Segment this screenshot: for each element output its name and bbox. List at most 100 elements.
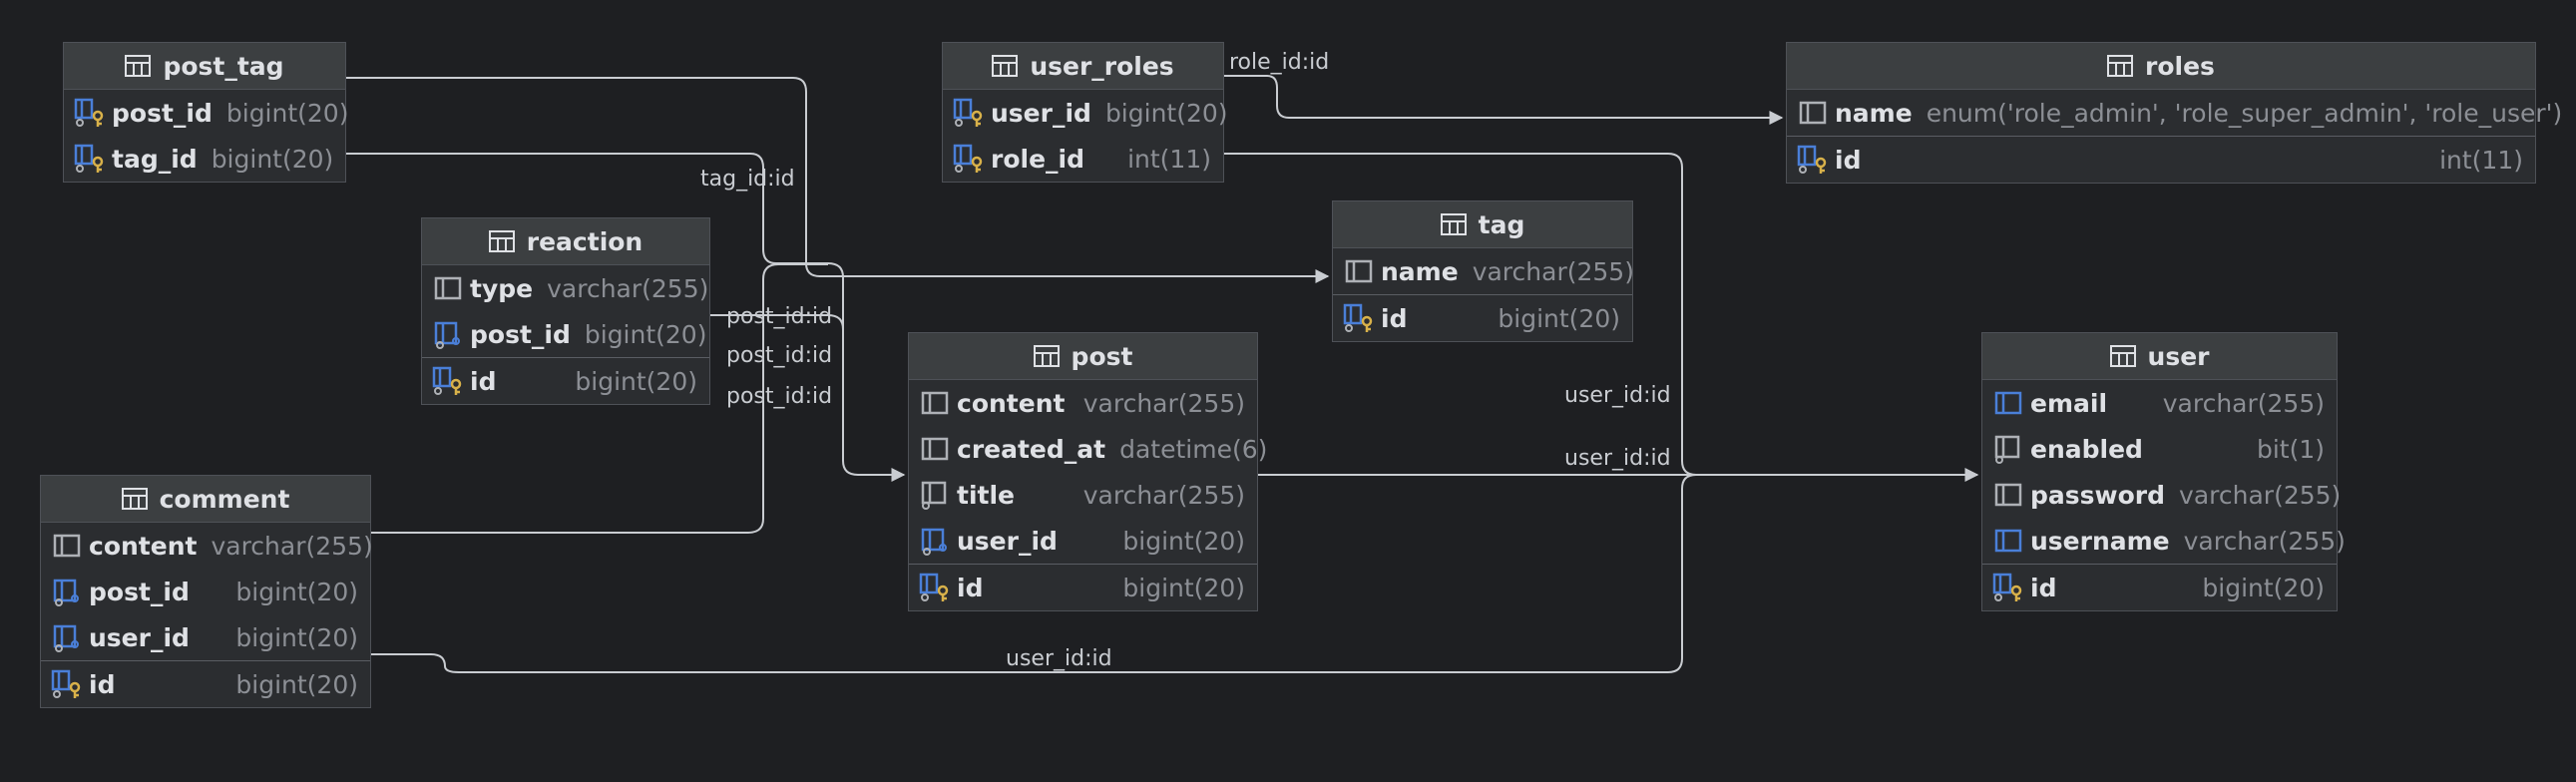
column-name: content [89,531,198,561]
column-type: bigint(20) [1122,573,1245,602]
column-type: bigint(20) [1104,98,1228,128]
foreign-key-primary-icon [74,144,104,173]
primary-key-icon [1343,303,1373,332]
table-header: post [909,333,1257,380]
column-row[interactable]: id bigint(20) [422,357,709,404]
column-row[interactable]: username varchar(255) [1982,518,2346,564]
column-row[interactable]: content varchar(255) [909,380,1257,426]
column-name: id [470,366,497,396]
index-column-icon [1994,435,2020,464]
table-title: comment [159,484,290,514]
table-reaction[interactable]: reaction type varchar(255) post_id bigin… [421,217,710,405]
column-row[interactable]: name varchar(255) [1333,248,1634,294]
column-name: title [957,480,1015,510]
column-row[interactable]: content varchar(255) [41,523,373,569]
unique-column-icon [1994,529,2022,553]
column-row[interactable]: post_id bigint(20) [64,90,348,136]
column-type: varchar(255) [2162,388,2325,418]
column-type: varchar(255) [211,531,373,561]
index-column-icon [921,481,947,510]
column-name: password [2030,480,2166,510]
table-header: reaction [422,218,709,265]
primary-key-icon [919,573,949,601]
column-type: bigint(20) [2202,573,2325,602]
column-name: content [957,388,1066,418]
label-post-id-post-tag: post_id:id [726,384,832,409]
column-name: post_id [89,577,190,606]
column-name: id [2030,573,2057,602]
column-name: id [1381,303,1408,333]
column-row[interactable]: id bigint(20) [909,564,1257,610]
table-user-roles[interactable]: user_roles user_id bigint(20) role_id in… [942,42,1228,183]
table-post-tag[interactable]: post_tag post_id bigint(20) tag_id bigin… [63,42,348,183]
column-row[interactable]: name enum('role_admin', 'role_super_admi… [1787,90,2562,136]
column-row[interactable]: user_id bigint(20) [41,614,370,660]
table-header: user_roles [943,43,1223,90]
column-type: varchar(255) [1472,256,1634,286]
table-header: roles [1787,43,2535,90]
column-type: int(11) [2439,145,2523,175]
table-comment[interactable]: comment content varchar(255) post_id big… [40,475,373,708]
column-name: post_id [112,98,213,128]
column-row[interactable]: post_id bigint(20) [422,311,709,357]
table-user[interactable]: user email varchar(255) enabled bit(1) p… [1981,332,2346,611]
column-row[interactable]: type varchar(255) [422,265,709,311]
column-icon [1994,483,2022,507]
table-icon [2107,55,2134,77]
column-row[interactable]: id bigint(20) [1982,564,2337,610]
label-post-id-reaction: post_id:id [726,304,832,329]
column-name: id [89,669,116,699]
column-name: username [2030,526,2170,556]
primary-key-icon [432,366,462,395]
primary-key-icon [51,669,81,698]
column-row[interactable]: id bigint(20) [1333,294,1632,341]
primary-key-icon [1797,145,1827,174]
label-user-id-comment: user_id:id [1006,646,1112,671]
column-icon [921,391,949,415]
edge-reaction-post [710,314,906,482]
column-row[interactable]: tag_id bigint(20) [64,136,345,182]
foreign-key-primary-icon [74,98,104,127]
column-row[interactable]: created_at datetime(6) [909,426,1267,472]
table-title: post [1071,341,1133,371]
label-post-id-comment: post_id:id [726,343,832,368]
column-row[interactable]: title varchar(255) [909,472,1257,518]
table-tag[interactable]: tag name varchar(255) id bigint(20) [1332,200,1634,342]
table-title: user_roles [1030,51,1174,81]
foreign-key-icon [53,624,79,652]
table-header: tag [1333,201,1632,248]
table-icon [992,55,1019,77]
column-type: bigint(20) [235,622,358,652]
column-type: int(11) [1127,144,1211,174]
table-header: post_tag [64,43,345,90]
foreign-key-icon [53,579,79,606]
column-name: user_id [89,622,190,652]
label-tag-id: tag_id:id [700,167,795,192]
column-type: bigint(20) [225,98,349,128]
column-name: email [2030,388,2108,418]
table-post[interactable]: post content varchar(255) created_at dat… [908,332,1267,611]
column-row[interactable]: email varchar(255) [1982,380,2337,426]
column-name: id [957,573,984,602]
column-row[interactable]: password varchar(255) [1982,472,2341,518]
column-icon [1799,101,1827,125]
column-icon [53,534,81,558]
table-title: reaction [526,226,644,256]
table-icon [125,55,152,77]
edge-user-roles-roles [1224,75,1784,125]
column-row[interactable]: id int(11) [1787,136,2535,183]
column-type: bigint(20) [1122,526,1245,556]
table-icon [1440,213,1467,235]
column-row[interactable]: user_id bigint(20) [909,518,1257,564]
column-icon [1345,259,1373,283]
column-row[interactable]: role_id int(11) [943,136,1223,182]
table-title: post_tag [163,51,284,81]
column-row[interactable]: post_id bigint(20) [41,569,370,614]
column-row[interactable]: enabled bit(1) [1982,426,2337,472]
column-row[interactable]: id bigint(20) [41,660,370,707]
column-icon [921,437,949,461]
column-name: tag_id [112,144,198,174]
unique-column-icon [1994,391,2022,415]
table-roles[interactable]: roles name enum('role_admin', 'role_supe… [1786,42,2562,184]
column-row[interactable]: user_id bigint(20) [943,90,1228,136]
